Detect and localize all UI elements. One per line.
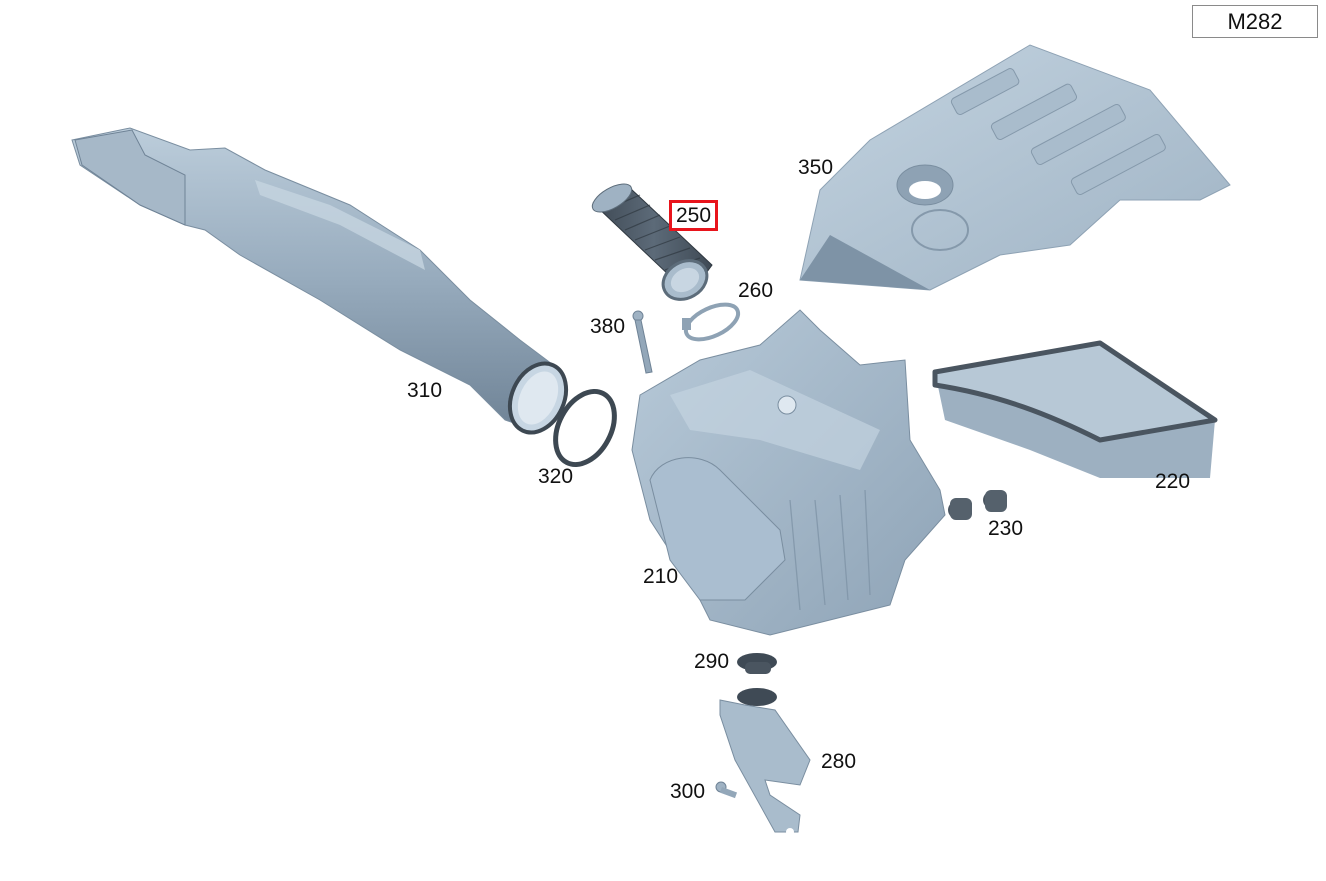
callout-260[interactable]: 260: [738, 279, 774, 302]
part-380-stud-bolt[interactable]: [632, 310, 653, 374]
callout-310[interactable]: 310: [407, 379, 443, 402]
callout-290[interactable]: 290: [694, 650, 730, 673]
part-310-air-intake-duct[interactable]: [71, 127, 577, 442]
diagram-code-box: M282: [1192, 5, 1318, 38]
callout-380[interactable]: 380: [590, 315, 626, 338]
part-350-engine-cover[interactable]: [799, 44, 1231, 291]
part-290-rubber-mount[interactable]: [737, 653, 777, 674]
callout-320[interactable]: 320: [538, 465, 574, 488]
part-300-bolt[interactable]: [715, 781, 738, 799]
callout-250-highlighted[interactable]: 250: [669, 200, 719, 231]
part-280-bracket[interactable]: [719, 688, 811, 836]
part-230-grommets[interactable]: [948, 490, 1007, 520]
part-220-air-filter-element[interactable]: [932, 340, 1218, 478]
callout-230[interactable]: 230: [988, 517, 1024, 540]
part-250-intake-hose[interactable]: [588, 178, 714, 307]
callout-350[interactable]: 350: [798, 156, 834, 179]
part-210-air-filter-housing[interactable]: [631, 309, 946, 636]
callout-300[interactable]: 300: [670, 780, 706, 803]
callout-280[interactable]: 280: [821, 750, 857, 773]
callout-210[interactable]: 210: [643, 565, 679, 588]
part-320-seal-ring[interactable]: [544, 381, 627, 474]
callout-220[interactable]: 220: [1155, 470, 1191, 493]
part-260-hose-clamp[interactable]: [681, 297, 744, 346]
